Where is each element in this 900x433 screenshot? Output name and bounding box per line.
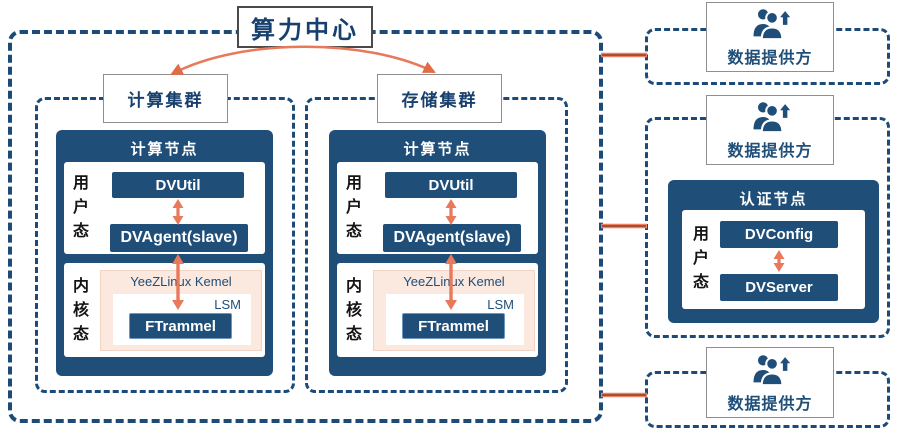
kernel-name-1: YeeZLinux Kemel (130, 274, 232, 289)
dvagent-label-1: DVAgent(slave) (120, 229, 238, 246)
dvconfig-box: DVConfig (720, 221, 838, 248)
data-provider-3-label: 数据提供方 (727, 395, 813, 413)
kernel-mode-panel-1: 内核态 YeeZLinux Kemel LSM FTrammel (64, 263, 265, 357)
ftrammel-box-1: FTrammel (129, 313, 232, 339)
kernel-mode-label-1: 内核态 (72, 278, 89, 343)
lsm-label-2: LSM (487, 297, 514, 312)
data-provider-1-label: 数据提供方 (727, 50, 813, 67)
ftrammel-box-2: FTrammel (402, 313, 505, 339)
ftrammel-label-1: FTrammel (145, 317, 216, 335)
compute-cluster-label-box: 计算集群 (103, 74, 228, 123)
auth-user-mode-label: 用户态 (692, 226, 709, 291)
kernel-env-box-2: YeeZLinux Kemel LSM FTrammel (373, 270, 535, 351)
compute-node-2-title: 计算节点 (403, 141, 472, 158)
storage-cluster-label-box: 存储集群 (377, 74, 502, 123)
dvagent-label-2: DVAgent(slave) (393, 229, 511, 246)
dvagent-box-1: DVAgent(slave) (110, 224, 248, 252)
data-provider-3: 数据提供方 (706, 347, 834, 418)
data-provider-2: 数据提供方 (706, 95, 834, 165)
users-upload-icon (753, 9, 792, 41)
dvserver-label: DVServer (745, 279, 813, 296)
kernel-name-2: YeeZLinux Kemel (403, 274, 505, 289)
dvutil-box-2: DVUtil (385, 172, 517, 198)
users-upload-icon (753, 102, 792, 134)
lsm-box-2: LSM FTrammel (386, 294, 524, 345)
lsm-box-1: LSM FTrammel (113, 294, 251, 345)
kernel-env-box-1: YeeZLinux Kemel LSM FTrammel (100, 270, 262, 351)
dvserver-box: DVServer (720, 274, 838, 301)
kernel-mode-panel-2: 内核态 YeeZLinux Kemel LSM FTrammel (337, 263, 538, 357)
dvutil-label-1: DVUtil (155, 176, 201, 194)
data-provider-1: 数据提供方 (706, 2, 834, 72)
dvutil-box-1: DVUtil (112, 172, 244, 198)
lsm-label-1: LSM (214, 297, 241, 312)
compute-node-1-title: 计算节点 (130, 141, 199, 158)
kernel-mode-label-2: 内核态 (345, 278, 362, 343)
compute-node-2: 计算节点 用户态 DVUtil DVAgent(slave) 内核态 YeeZL… (329, 130, 546, 376)
compute-cluster-label: 计算集群 (127, 91, 204, 110)
user-mode-panel-1: 用户态 DVUtil DVAgent(slave) (64, 162, 265, 254)
auth-user-mode-panel: 用户态 DVConfig DVServer (682, 210, 865, 309)
auth-node: 认证节点 用户态 DVConfig DVServer (668, 180, 879, 323)
compute-node-1: 计算节点 用户态 DVUtil DVAgent(slave) 内核态 YeeZL… (56, 130, 273, 376)
page-title: 算力中心 (237, 6, 373, 48)
dvagent-box-2: DVAgent(slave) (383, 224, 521, 252)
dvconfig-label: DVConfig (744, 226, 814, 243)
ftrammel-label-2: FTrammel (418, 317, 489, 335)
user-mode-label-2: 用户态 (345, 175, 362, 240)
user-mode-panel-2: 用户态 DVUtil DVAgent(slave) (337, 162, 538, 254)
user-mode-label-1: 用户态 (72, 175, 89, 240)
users-upload-icon (753, 354, 792, 386)
storage-cluster-label: 存储集群 (401, 91, 478, 110)
page-title-text: 算力中心 (251, 16, 359, 44)
auth-node-title: 认证节点 (739, 191, 808, 208)
data-provider-2-label: 数据提供方 (727, 143, 813, 160)
dvutil-label-2: DVUtil (428, 176, 474, 194)
